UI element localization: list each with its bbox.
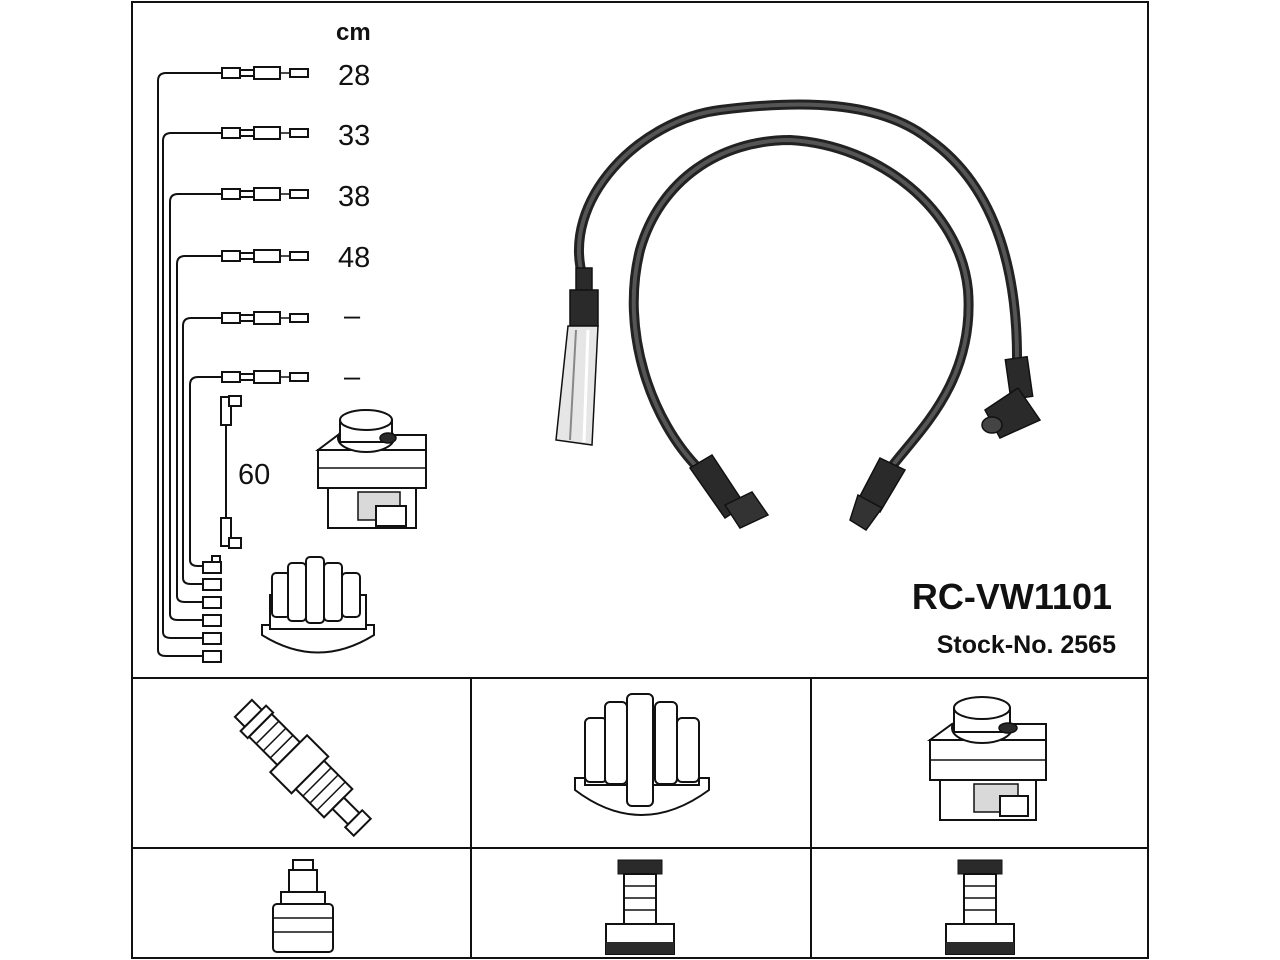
- lead-wire: [176, 255, 222, 603]
- lead-boot: [221, 127, 241, 139]
- frame: [131, 1, 1149, 959]
- lead-sleeve: [239, 373, 255, 381]
- lead-sleeve: [239, 129, 255, 137]
- lead-terminal: [289, 313, 309, 323]
- coil-terminal-icon: [945, 859, 1015, 955]
- distributor-boot-right: [849, 457, 907, 532]
- product-code: RC-VW1101: [912, 576, 1112, 617]
- lead-length-1: 28: [338, 60, 370, 92]
- lead-length-3: 38: [338, 181, 370, 213]
- lead-suppressor: [253, 66, 281, 80]
- distributor-cap-icon: [261, 556, 375, 654]
- cap-terminal-icon: [605, 859, 675, 955]
- lead-terminal: [289, 372, 309, 382]
- lead-terminal: [289, 68, 309, 78]
- lead-boot: [221, 312, 241, 324]
- lead-suppressor: [253, 311, 281, 325]
- ignition-coil-large-icon: [926, 696, 1047, 821]
- ignition-cables-icon: [555, 99, 1042, 532]
- lead-length-5: –: [344, 300, 361, 332]
- plug-connector: [555, 267, 599, 446]
- spark-plug-icon: [233, 698, 373, 838]
- lead-suppressor: [253, 126, 281, 140]
- lead-suppressor: [253, 187, 281, 201]
- lead-boot: [221, 250, 241, 262]
- stock-number: Stock-No. 2565: [937, 631, 1116, 659]
- lead-length-4: 48: [338, 242, 370, 274]
- plug-terminal-icon: [272, 859, 334, 953]
- distributor-boot-left: [688, 453, 770, 529]
- lead-set-icon: [157, 66, 309, 663]
- lead-terminal: [289, 189, 309, 199]
- lead-sleeve: [239, 69, 255, 77]
- lead-length-2: 33: [338, 120, 370, 152]
- lead-wire: [189, 376, 222, 567]
- lead-sleeve: [239, 190, 255, 198]
- lead-terminal: [289, 251, 309, 261]
- lead-boot: [221, 188, 241, 200]
- ignition-coil-icon: [315, 409, 427, 529]
- lead-suppressor: [253, 249, 281, 263]
- angled-connector: [981, 355, 1042, 439]
- lead-boot: [221, 67, 241, 79]
- lead-terminal: [289, 128, 309, 138]
- lead-wire: [162, 132, 222, 639]
- lead-wire: [157, 72, 222, 657]
- lead-length-6: –: [344, 361, 361, 393]
- coil-lead-length: 60: [238, 459, 270, 491]
- coil-lead: [220, 395, 242, 549]
- lead-terminals: [202, 555, 222, 663]
- lead-wire: [169, 193, 222, 621]
- lead-boot: [221, 371, 241, 383]
- lead-sleeve: [239, 314, 255, 322]
- length-unit: cm: [336, 19, 371, 46]
- distributor-cap-large-icon: [574, 693, 710, 816]
- lead-wire: [182, 317, 222, 585]
- lead-sleeve: [239, 252, 255, 260]
- lead-suppressor: [253, 370, 281, 384]
